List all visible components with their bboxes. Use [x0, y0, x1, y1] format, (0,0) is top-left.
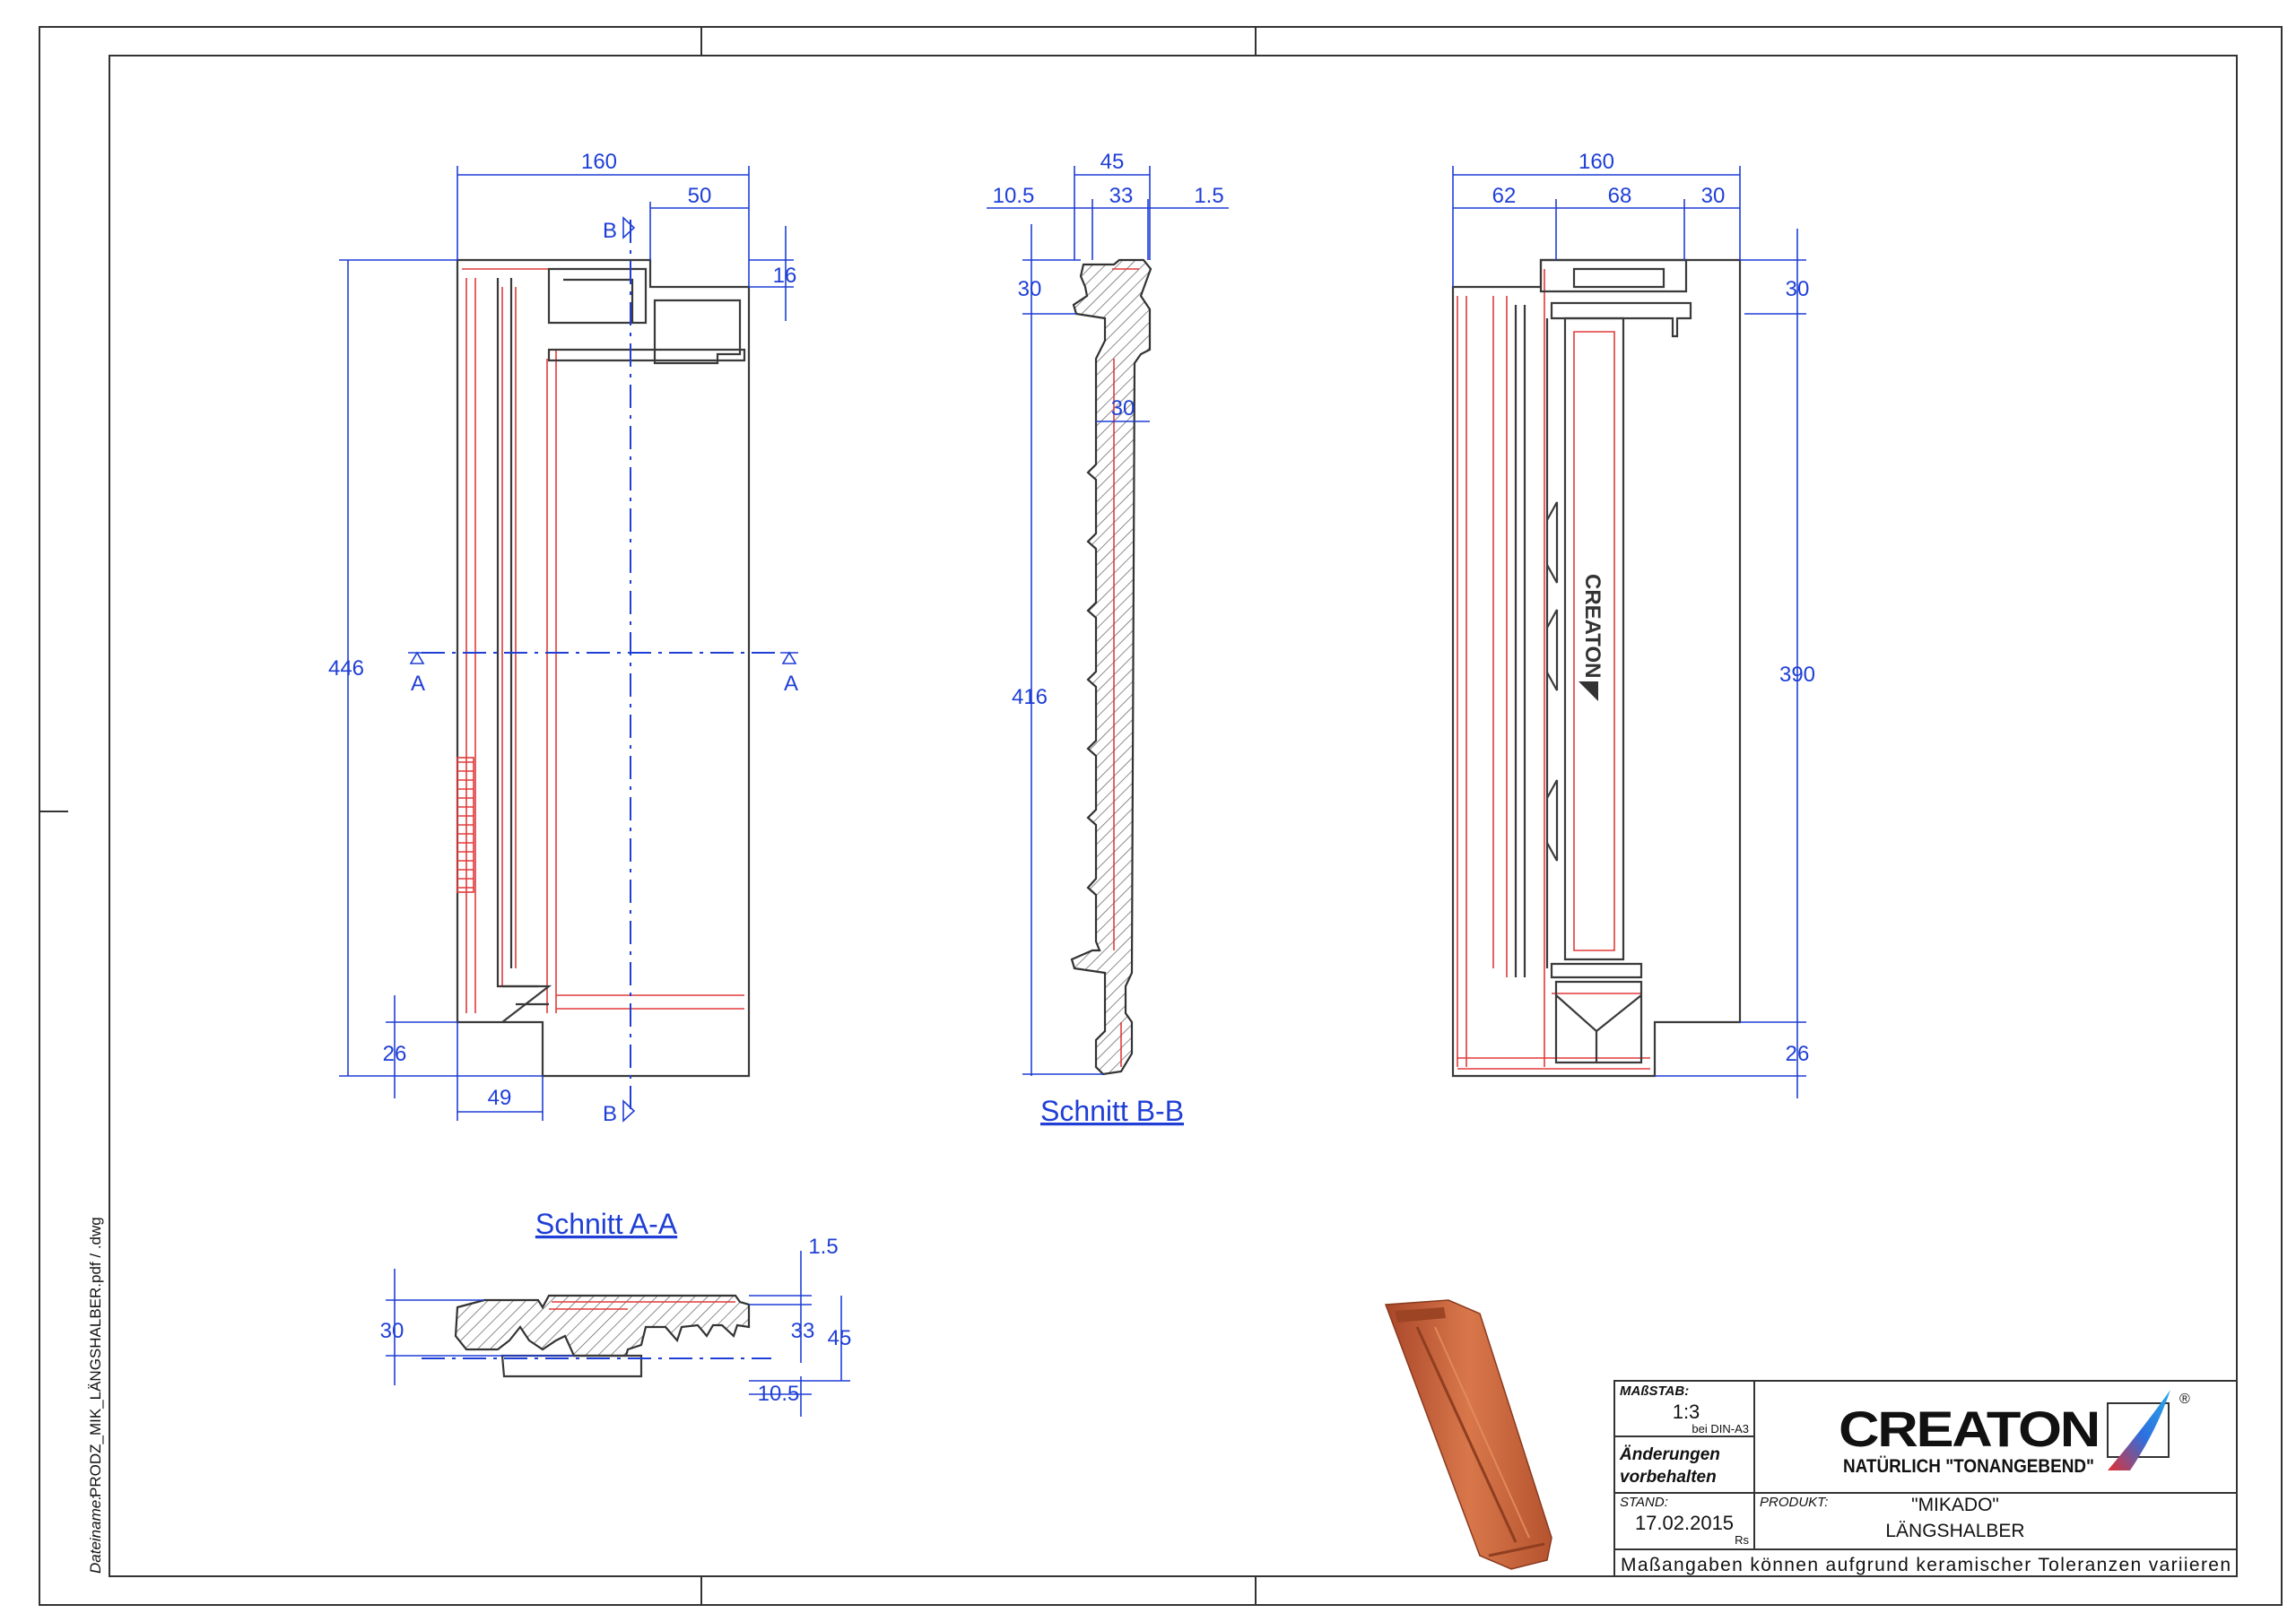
bb-dim-30-mid: 30 — [1111, 396, 1135, 421]
back-dim-68: 68 — [1608, 184, 1632, 208]
back-dim-30-w: 30 — [1701, 184, 1726, 208]
back-dim-30-h: 30 — [1786, 277, 1810, 301]
section-aa-title: Schnitt A-A — [535, 1208, 678, 1240]
section-a-left: A — [411, 672, 425, 696]
bb-dim-45: 45 — [1100, 150, 1125, 174]
front-view: 160 50 16 446 26 49 A A B B — [328, 150, 798, 1126]
aa-dim-30: 30 — [380, 1319, 404, 1343]
bb-dim-416: 416 — [1012, 685, 1048, 709]
bb-dim-30-top: 30 — [1018, 277, 1042, 301]
aa-dim-33: 33 — [791, 1319, 815, 1343]
section-a-right: A — [784, 672, 798, 696]
front-dim-height: 446 — [328, 656, 364, 681]
back-dim-62: 62 — [1492, 184, 1517, 208]
section-bb-title: Schnitt B-B — [1040, 1095, 1184, 1127]
aa-dim-45: 45 — [828, 1326, 852, 1350]
product-line2: LÄNGSHALBER — [1885, 1521, 2024, 1541]
aa-dim-10-5: 10.5 — [758, 1382, 800, 1406]
scale-note: bei DIN-A3 — [1692, 1422, 1749, 1436]
filename-label: Dateiname: — [87, 1496, 104, 1574]
back-dim-26: 26 — [1786, 1042, 1810, 1066]
section-b-bottom: B — [603, 1102, 617, 1126]
sheet-frame — [39, 26, 2283, 1606]
filename: PRODZ_MIK_LÄNGSHALBER.pdf / .dwg — [87, 1217, 104, 1497]
tile-illustration — [1384, 1299, 1552, 1570]
bb-dim-1-5: 1.5 — [1194, 184, 1223, 208]
creaton-logo: CREATON ® NATÜRLICH "TONANGEBEND" — [1839, 1390, 2190, 1477]
front-dim-bottom: 26 — [383, 1042, 407, 1066]
section-bb-view: 45 10.5 33 1.5 30 416 30 Schnitt B-B — [987, 150, 1229, 1127]
back-view: CREATON 160 62 68 30 30 390 26 — [1451, 150, 1815, 1098]
front-ribs — [457, 757, 474, 893]
back-dim-390: 390 — [1779, 663, 1815, 687]
scale-label: MAßSTAB: — [1620, 1383, 1689, 1399]
disclaimer: Maßangaben können aufgrund keramischer T… — [1621, 1555, 2231, 1575]
title-block — [1613, 1380, 2238, 1577]
back-logo-text: CREATON — [1580, 574, 1605, 678]
date-value: 17.02.2015 — [1635, 1512, 1734, 1534]
bb-dim-10-5: 10.5 — [993, 184, 1035, 208]
product-label: PRODUKT: — [1760, 1495, 1828, 1510]
changes-line1: Änderungen — [1619, 1445, 1720, 1464]
registered-mark: ® — [2179, 1392, 2190, 1407]
back-dim-width: 160 — [1578, 150, 1614, 174]
author: Rs — [1735, 1533, 1749, 1547]
front-dim-notch: 16 — [773, 264, 797, 288]
aa-dim-1-5: 1.5 — [808, 1235, 838, 1259]
front-dim-top-right: 50 — [688, 184, 712, 208]
front-dim-bottom-width: 49 — [488, 1086, 512, 1110]
section-b-top: B — [603, 219, 617, 243]
brand-tagline: NATÜRLICH "TONANGEBEND" — [1843, 1456, 2094, 1477]
bb-dim-33: 33 — [1109, 184, 1134, 208]
date-label: STAND: — [1620, 1495, 1668, 1510]
changes-line2: vorbehalten — [1620, 1468, 1717, 1487]
product-line1: "MIKADO" — [1911, 1495, 1999, 1515]
section-aa-view: Schnitt A-A 30 1.5 33 45 10.5 — [380, 1208, 852, 1417]
brand-name: CREATON — [1839, 1401, 2099, 1457]
logo-swoosh-icon — [2108, 1390, 2170, 1470]
scale-value: 1:3 — [1673, 1401, 1700, 1423]
front-dim-width: 160 — [581, 150, 617, 174]
